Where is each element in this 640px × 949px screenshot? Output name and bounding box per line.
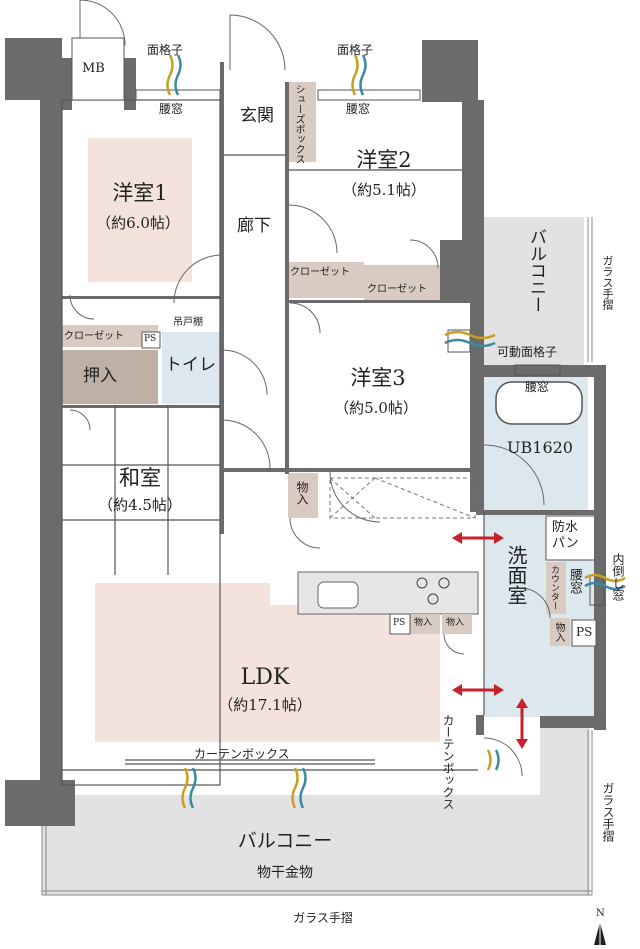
toilet-floor: [162, 332, 220, 404]
closet-2a-label: クローゼット: [290, 267, 350, 278]
koshimado-wash-label: 腰窓: [567, 568, 582, 594]
bath-tub: [495, 381, 583, 425]
closet-block-2a: [288, 262, 364, 298]
glass-bottom-label: ガラス手摺: [293, 911, 353, 925]
tsurito-label: 吊戸棚: [173, 317, 203, 328]
monoire-3-label: 物入: [446, 618, 465, 628]
youshitsu1-size: （約6.0帖）: [96, 214, 180, 232]
counter-block: [546, 562, 566, 614]
ps-3-label: PS: [576, 625, 593, 639]
overhead-dashed: [329, 477, 476, 519]
youshitsu2-size: （約5.1帖）: [342, 181, 426, 199]
north-arrow-icon: [594, 922, 606, 945]
koshimado-right: 腰窓: [345, 102, 371, 116]
senmenshitsu-label: 洗面室: [504, 545, 528, 605]
kadou-menkoushi-label: 可動面格子: [497, 345, 558, 359]
monoire-block-3: [442, 614, 472, 634]
genkan-label: 玄関: [240, 106, 274, 126]
monohoshi-label: 物干金物: [257, 865, 313, 881]
ps-box-3: [571, 619, 597, 647]
closet-2b-label: クローゼット: [367, 284, 427, 295]
ldk-accent: [95, 583, 440, 742]
washitsu-size: （約4.5帖）: [98, 496, 182, 514]
bousui-pan-block: [545, 515, 597, 561]
menkoushi-left: 面格子: [146, 43, 184, 57]
koshimado-bath-label: 腰窓: [524, 380, 550, 394]
oshiire-block: [62, 350, 158, 404]
monoire-2-label: 物入: [414, 618, 433, 628]
mb-label: MB: [82, 61, 105, 76]
door-swings: [69, 0, 551, 777]
kitchen-sink: [317, 581, 359, 609]
ldk-size: （約17.1帖）: [218, 696, 312, 714]
glass-handrails: [41, 217, 593, 896]
curtain-box-top-label: カーテンボックス: [194, 747, 290, 761]
menkoushi-right: 面格子: [336, 43, 374, 57]
stove-burner: [427, 593, 439, 605]
stove-burner: [438, 577, 450, 589]
toilet-label: トイレ: [165, 355, 216, 375]
monoire-block-1: [288, 473, 318, 518]
balcony-south-floor: [42, 795, 590, 895]
koshimado-left: 腰窓: [158, 102, 184, 116]
youshitsu1-accent: [88, 138, 192, 282]
ps-2-label: PS: [393, 618, 406, 628]
mb-box: [71, 37, 125, 101]
youshitsu3-size: （約5.0帖）: [334, 399, 418, 417]
ps-box-2: [389, 613, 411, 635]
balcony-east-label: バルコニー: [526, 228, 546, 313]
monoire-4-label: 物入: [553, 622, 564, 642]
rouka-label: 廊下: [237, 216, 271, 236]
bath-label: UB1620: [507, 438, 573, 457]
glass-east-label: ガラス手摺: [601, 255, 614, 310]
glass-se-label: ガラス手摺: [601, 782, 615, 842]
monoire-block-2: [410, 614, 440, 634]
balcony-south-label: バルコニー: [237, 830, 333, 852]
curtain-box-side-label: カーテンボックス: [441, 714, 455, 810]
youshitsu3-name: 洋室3: [350, 366, 406, 390]
ventilation-arrows: [452, 532, 528, 749]
ps-1-label: PS: [144, 334, 157, 344]
window-frames: [135, 89, 605, 606]
balcony-east-floor: [484, 217, 584, 365]
shoes-box-label: シューズボックス: [293, 84, 304, 164]
washitsu-name: 和室: [119, 466, 161, 490]
closet-block-1: [62, 325, 158, 347]
north-label: N: [596, 908, 605, 919]
youshitsu1-name: 洋室1: [112, 181, 168, 205]
youshitsu2-name: 洋室2: [356, 148, 412, 172]
closet-block-2b: [364, 265, 440, 300]
ps-box-1: [141, 331, 161, 349]
monoire-block-4: [550, 618, 570, 646]
counter-label: カウンター: [549, 565, 559, 610]
shoes-box-block: [288, 82, 316, 162]
ldk-name: LDK: [240, 665, 290, 690]
closet-1-label: クローゼット: [64, 331, 124, 342]
bousui-pan-label: 防水パン: [552, 520, 579, 551]
uchitaoshi-label: 内倒し窓: [611, 553, 625, 601]
oshiire-label: 押入: [83, 366, 117, 386]
walls: [5, 38, 606, 826]
monoire-1-label: 物入: [295, 481, 309, 505]
balcony-se-floor: [540, 720, 590, 805]
stove-burner: [416, 577, 428, 589]
airflow-lines: [166, 54, 626, 809]
